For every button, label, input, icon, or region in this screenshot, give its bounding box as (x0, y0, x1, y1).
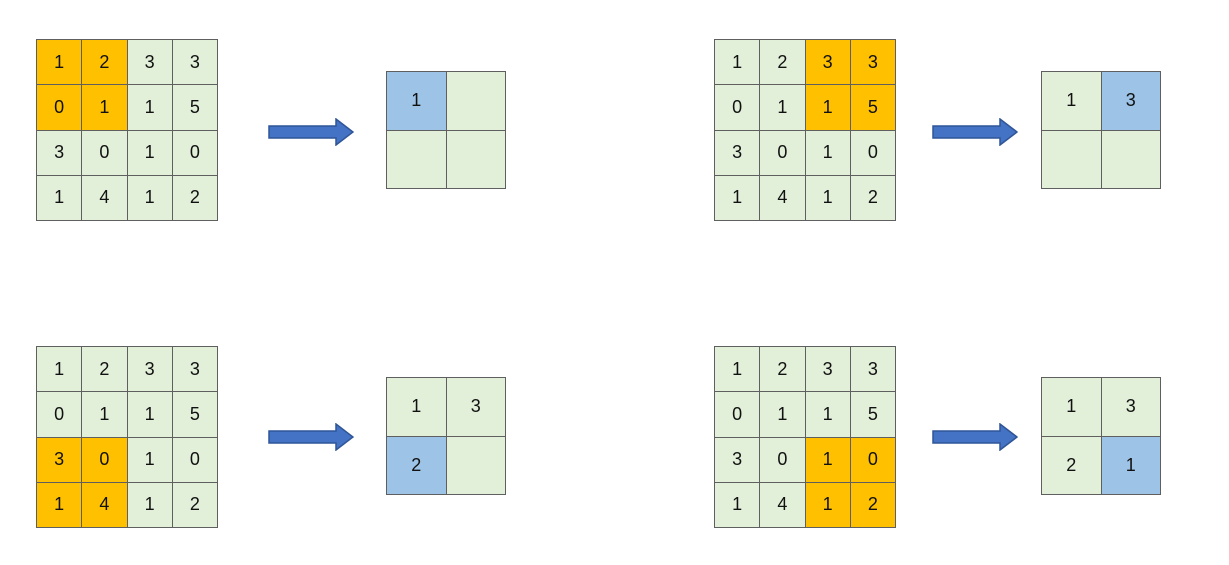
arrow-right-icon (932, 118, 1018, 146)
input-cell: 2 (850, 482, 896, 528)
input-cell: 5 (850, 392, 896, 438)
input-cell: 0 (760, 437, 806, 483)
input-cell: 0 (82, 437, 128, 483)
input-cell: 1 (715, 175, 761, 221)
input-cell: 2 (172, 175, 218, 221)
input-cell: 2 (172, 482, 218, 528)
output-grid-panel-1: 1 (386, 71, 506, 189)
output-cell: 1 (1101, 436, 1161, 495)
input-cell: 1 (37, 482, 83, 528)
input-cell: 1 (127, 85, 173, 131)
input-cell: 5 (172, 85, 218, 131)
input-cell: 1 (715, 347, 761, 393)
input-cell: 0 (850, 437, 896, 483)
output-cell: 1 (387, 378, 447, 437)
input-cell: 3 (172, 347, 218, 393)
input-cell: 3 (715, 130, 761, 176)
input-cell: 3 (37, 437, 83, 483)
input-cell: 2 (850, 175, 896, 221)
input-cell: 0 (82, 130, 128, 176)
input-cell: 0 (760, 130, 806, 176)
input-cell: 1 (37, 40, 83, 86)
output-cell: 3 (446, 378, 506, 437)
input-cell: 1 (805, 392, 851, 438)
input-cell: 0 (715, 85, 761, 131)
input-cell: 3 (805, 347, 851, 393)
output-cell (446, 72, 506, 131)
input-cell: 3 (805, 40, 851, 86)
arrow-right-icon (268, 118, 354, 146)
input-cell: 3 (37, 130, 83, 176)
input-cell: 0 (172, 437, 218, 483)
input-cell: 0 (715, 392, 761, 438)
input-cell: 3 (127, 347, 173, 393)
input-cell: 2 (82, 347, 128, 393)
output-cell: 3 (1101, 378, 1161, 437)
input-cell: 0 (37, 392, 83, 438)
input-cell: 1 (805, 130, 851, 176)
output-cell: 3 (1101, 72, 1161, 131)
output-cell: 1 (1042, 378, 1102, 437)
input-cell: 1 (760, 85, 806, 131)
input-cell: 1 (127, 437, 173, 483)
input-cell: 0 (850, 130, 896, 176)
input-cell: 1 (82, 392, 128, 438)
input-cell: 1 (805, 482, 851, 528)
arrow-right-icon (268, 423, 354, 451)
input-cell: 3 (127, 40, 173, 86)
input-cell: 4 (760, 175, 806, 221)
input-cell: 5 (850, 85, 896, 131)
input-cell: 3 (172, 40, 218, 86)
input-cell: 1 (715, 482, 761, 528)
input-cell: 4 (760, 482, 806, 528)
output-cell (446, 130, 506, 189)
input-cell: 3 (715, 437, 761, 483)
arrow-right-icon (932, 423, 1018, 451)
input-cell: 3 (850, 347, 896, 393)
input-cell: 1 (805, 437, 851, 483)
input-cell: 0 (172, 130, 218, 176)
input-cell: 1 (127, 482, 173, 528)
input-cell: 2 (760, 347, 806, 393)
input-cell: 1 (127, 175, 173, 221)
output-cell (387, 130, 447, 189)
output-cell: 2 (1042, 436, 1102, 495)
input-cell: 1 (127, 130, 173, 176)
output-cell (1042, 130, 1102, 189)
input-cell: 5 (172, 392, 218, 438)
input-cell: 1 (715, 40, 761, 86)
input-cell: 0 (37, 85, 83, 131)
input-cell: 2 (82, 40, 128, 86)
output-cell: 2 (387, 436, 447, 495)
input-cell: 1 (127, 392, 173, 438)
input-cell: 1 (805, 175, 851, 221)
output-cell: 1 (387, 72, 447, 131)
input-cell: 3 (850, 40, 896, 86)
output-cell (446, 436, 506, 495)
input-cell: 1 (82, 85, 128, 131)
input-cell: 1 (805, 85, 851, 131)
input-cell: 1 (760, 392, 806, 438)
output-cell (1101, 130, 1161, 189)
input-cell: 4 (82, 175, 128, 221)
input-cell: 1 (37, 347, 83, 393)
input-cell: 2 (760, 40, 806, 86)
output-cell: 1 (1042, 72, 1102, 131)
input-cell: 4 (82, 482, 128, 528)
input-cell: 1 (37, 175, 83, 221)
